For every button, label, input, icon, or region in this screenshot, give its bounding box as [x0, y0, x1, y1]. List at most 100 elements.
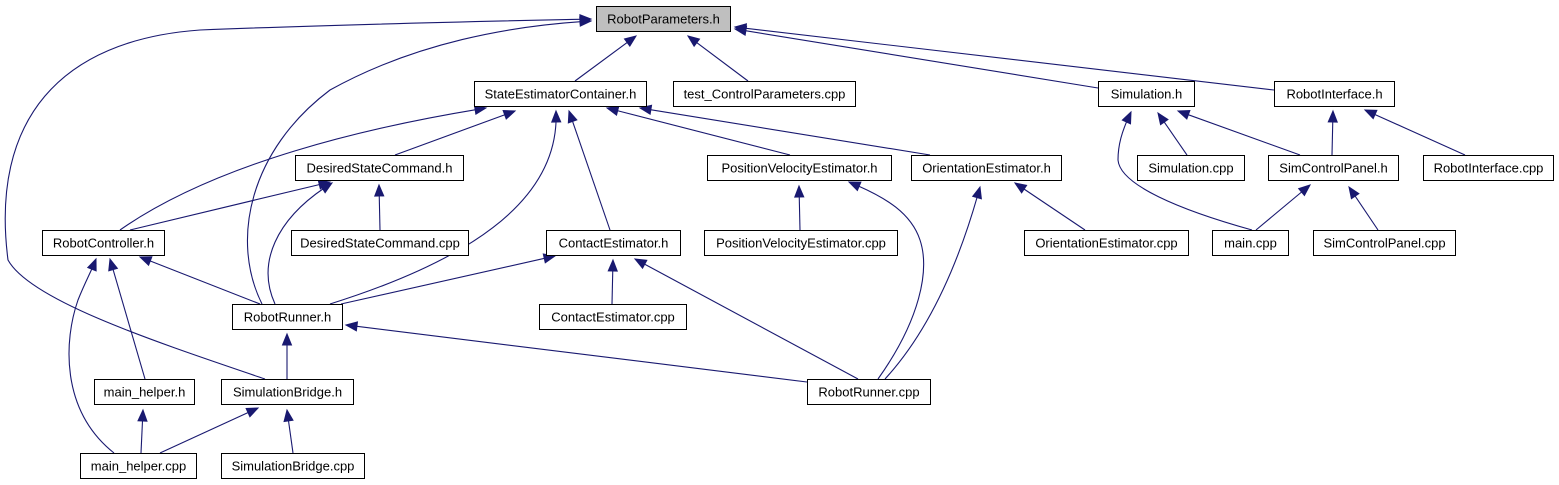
edge-position_velocity_estimator_cpp-to-position_velocity_estimator_h [794, 184, 805, 231]
arrowhead-icon [283, 408, 294, 423]
node-robot-parameters-h[interactable]: RobotParameters.h [596, 6, 731, 32]
node-simulation-cpp[interactable]: Simulation.cpp [1137, 155, 1245, 181]
edge-line [574, 40, 630, 82]
edge-simulation_bridge_cpp-to-simulation_bridge_h [283, 408, 294, 454]
edge-main_helper_cpp-to-simulation_bridge_h [159, 407, 260, 454]
edge-simulation_cpp-to-simulation_h [1157, 111, 1188, 156]
arrowhead-icon [579, 14, 593, 25]
node-orientation-estimator-h[interactable]: OrientationEstimator.h [911, 155, 1062, 181]
node-label: Simulation.h [1111, 87, 1183, 102]
edge-line [1331, 119, 1334, 156]
edge-sim_control_panel_h-to-simulation_h [1176, 109, 1301, 156]
arrowhead-icon [623, 35, 638, 48]
node-box [291, 230, 469, 256]
node-main-cpp[interactable]: main.cpp [1212, 230, 1289, 256]
node-box [546, 230, 681, 256]
node-robot-interface-h[interactable]: RobotInterface.h [1274, 81, 1395, 107]
node-label: ContactEstimator.cpp [551, 310, 675, 325]
edge-line [246, 20, 592, 305]
node-label: main_helper.cpp [91, 459, 186, 474]
edge-line [1186, 113, 1301, 156]
node-label: StateEstimatorContainer.h [485, 87, 637, 102]
arrowhead-icon [794, 184, 805, 198]
edge-position_velocity_estimator_h-to-state_estimator_container_h [605, 105, 791, 156]
arrowhead-icon [607, 258, 618, 272]
edge-layer [4, 14, 1466, 454]
edge-line [798, 194, 801, 231]
node-simulation-h[interactable]: Simulation.h [1098, 81, 1195, 107]
node-label: DesiredStateCommand.h [307, 161, 453, 176]
node-box [707, 155, 892, 181]
node-label: RobotInterface.cpp [1434, 161, 1544, 176]
node-label: PositionVelocityEstimator.h [721, 161, 877, 176]
node-desired-state-command-h[interactable]: DesiredStateCommand.h [295, 155, 464, 181]
node-main-helper-cpp[interactable]: main_helper.cpp [80, 453, 197, 479]
edge-orientation_estimator_h-to-state_estimator_container_h [638, 104, 931, 156]
edge-state_estimator_container_h-to-robot_parameters_h [574, 35, 638, 82]
arrowhead-icon [1176, 109, 1191, 120]
arrowhead-icon [374, 183, 385, 197]
arrowhead-icon [502, 110, 517, 120]
arrowhead-icon [137, 408, 148, 422]
arrowhead-icon [281, 332, 293, 346]
edge-line [340, 257, 547, 305]
edge-line [642, 262, 859, 380]
edge-contact_estimator_h-to-state_estimator_container_h [567, 109, 611, 231]
node-box [704, 230, 898, 256]
edge-main_helper_h-to-robot_controller_h [108, 257, 146, 380]
node-label: RobotParameters.h [607, 12, 720, 27]
edge-line [329, 110, 557, 305]
node-label: main_helper.h [104, 385, 186, 400]
node-robot-runner-h[interactable]: RobotRunner.h [232, 304, 343, 330]
edge-robot_runner_cpp-to-orientation_estimator_h [884, 185, 982, 380]
node-state-estimator-container-h[interactable]: StateEstimatorContainer.h [474, 81, 647, 107]
edge-simulation_bridge_h-to-robot_runner_h [281, 332, 293, 379]
node-label: OrientationEstimator.cpp [1035, 236, 1177, 251]
node-simulation-bridge-h[interactable]: SimulationBridge.h [221, 379, 354, 405]
edge-contact_estimator_cpp-to-contact_estimator_h [607, 258, 618, 305]
arrowhead-icon [551, 109, 562, 123]
node-box [673, 81, 856, 107]
arrowhead-icon [733, 23, 748, 34]
edge-line [119, 107, 487, 231]
arrowhead-icon [1121, 110, 1132, 125]
node-contact-estimator-h[interactable]: ContactEstimator.h [546, 230, 681, 256]
node-simulation-bridge-cpp[interactable]: SimulationBridge.cpp [221, 453, 365, 479]
node-box [1423, 155, 1554, 181]
arrowhead-icon [1363, 109, 1378, 120]
edge-line [354, 325, 808, 383]
node-position-velocity-estimator-h[interactable]: PositionVelocityEstimator.h [707, 155, 892, 181]
node-robot-controller-h[interactable]: RobotController.h [42, 230, 165, 256]
node-contact-estimator-cpp[interactable]: ContactEstimator.cpp [539, 304, 687, 330]
edge-line [129, 183, 322, 231]
edge-sim_control_panel_h-to-robot_interface_h [1327, 109, 1338, 156]
edge-line [611, 268, 614, 305]
node-position-velocity-estimator-cpp[interactable]: PositionVelocityEstimator.cpp [704, 230, 898, 256]
node-label: SimControlPanel.h [1279, 161, 1387, 176]
edge-test_control_parameters_cpp-to-robot_parameters_h [686, 35, 749, 82]
edge-line [140, 418, 144, 454]
node-sim-control-panel-h[interactable]: SimControlPanel.h [1268, 155, 1399, 181]
node-robot-interface-cpp[interactable]: RobotInterface.cpp [1423, 155, 1554, 181]
node-robot-runner-cpp[interactable]: RobotRunner.cpp [807, 379, 931, 405]
arrowhead-icon [1327, 109, 1338, 123]
edge-robot_runner_h-to-desired_state_command_h [267, 182, 334, 305]
node-box [807, 379, 931, 405]
node-main-helper-h[interactable]: main_helper.h [94, 379, 195, 405]
edge-simulation_h-to-robot_parameters_h [733, 25, 1099, 89]
edge-line [571, 119, 611, 231]
edge-robot_runner_cpp-to-contact_estimator_h [633, 258, 859, 380]
node-orientation-estimator-cpp[interactable]: OrientationEstimator.cpp [1024, 230, 1189, 256]
node-test-control-parameters-cpp[interactable]: test_ControlParameters.cpp [673, 81, 856, 107]
node-sim-control-panel-cpp[interactable]: SimControlPanel.cpp [1313, 230, 1456, 256]
edge-line [267, 182, 333, 305]
arrowhead-icon [567, 109, 578, 124]
arrowhead-icon [847, 181, 862, 192]
arrowhead-icon [971, 185, 982, 200]
arrowhead-icon [1297, 184, 1312, 197]
node-label: SimControlPanel.cpp [1323, 236, 1445, 251]
node-desired-state-command-cpp[interactable]: DesiredStateCommand.cpp [291, 230, 469, 256]
node-label: RobotInterface.h [1286, 87, 1382, 102]
edge-line [615, 109, 791, 156]
